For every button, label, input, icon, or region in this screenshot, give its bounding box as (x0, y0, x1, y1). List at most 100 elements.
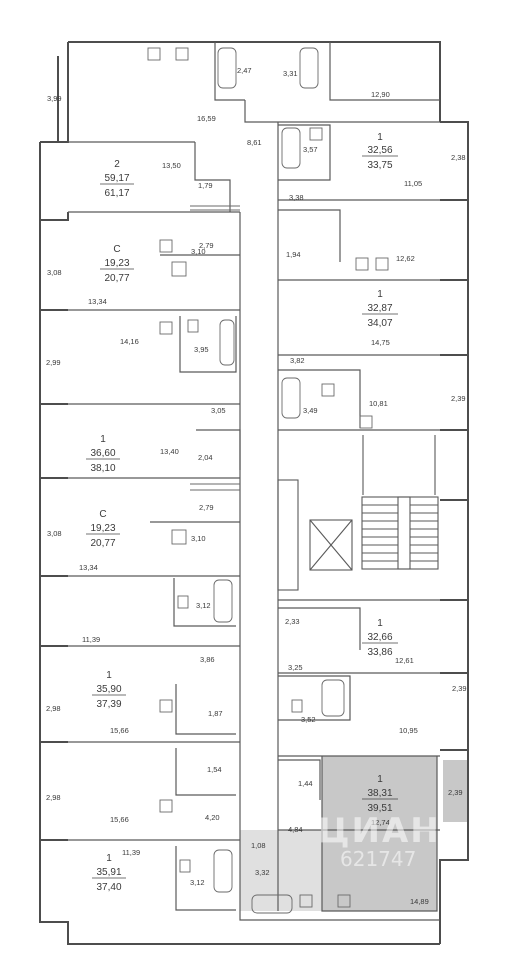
room-area: 13,50 (162, 161, 181, 170)
sink-icon (309, 127, 323, 141)
apartment-label[interactable]: 1 35,90 37,39 (92, 670, 126, 710)
room-area: 3,82 (290, 356, 305, 365)
room-area: 12,90 (371, 90, 390, 99)
stove-icon (159, 799, 173, 813)
svg-text:19,23: 19,23 (90, 523, 115, 534)
svg-text:32,87: 32,87 (367, 303, 392, 314)
bathtub-icon (213, 849, 233, 893)
svg-text:621747: 621747 (340, 847, 416, 871)
room-area: 13,34 (88, 297, 107, 306)
room-area: 3,49 (303, 406, 318, 415)
apartment-label[interactable]: 1 32,66 33,86 (362, 618, 398, 658)
svg-text:19,23: 19,23 (104, 258, 129, 269)
toilet-icon (291, 699, 303, 713)
room-area: 3,08 (47, 268, 62, 277)
sink-icon (321, 383, 335, 397)
room-area: 3,86 (200, 655, 215, 664)
room-area: 3,12 (196, 601, 211, 610)
stair-core (277, 435, 439, 591)
svg-text:20,77: 20,77 (104, 273, 129, 284)
room-area: 2,79 (199, 241, 214, 250)
stove-icon (359, 415, 373, 429)
building-walls (39, 41, 469, 945)
room-area: 3,57 (303, 145, 318, 154)
room-area: 3,25 (288, 663, 303, 672)
svg-text:С: С (99, 509, 106, 520)
stove-icon (355, 257, 369, 271)
svg-text:37,39: 37,39 (96, 699, 121, 710)
sink-icon (175, 47, 189, 61)
room-area: 4,84 (288, 825, 303, 834)
room-area: 1,87 (208, 709, 223, 718)
bathtub-icon (321, 679, 345, 717)
svg-text:2: 2 (114, 159, 120, 170)
room-area: 2,98 (46, 793, 61, 802)
room-area: 3,10 (191, 247, 206, 256)
toilet-icon (177, 595, 189, 609)
bathtub-icon (213, 579, 233, 623)
room-area: 14,89 (410, 897, 429, 906)
toilet-icon (187, 319, 199, 333)
apartment-label[interactable]: 1 38,31 39,51 (362, 774, 398, 814)
sink-icon (375, 257, 389, 271)
svg-text:32,56: 32,56 (367, 145, 392, 156)
room-area: 8,61 (247, 138, 262, 147)
room-area: 2,98 (46, 704, 61, 713)
svg-text:33,86: 33,86 (367, 647, 392, 658)
svg-text:1: 1 (377, 132, 383, 143)
watermark: ЦИАН 621747 (318, 811, 441, 871)
room-area: 2,38 (451, 153, 466, 162)
washer-icon (171, 529, 187, 545)
apartment-label[interactable]: 1 32,87 34,07 (362, 289, 398, 329)
apartment-label[interactable]: С 19,23 20,77 (86, 509, 120, 549)
room-area: 16,59 (197, 114, 216, 123)
svg-text:1: 1 (377, 289, 383, 300)
bathtub-icon (281, 127, 301, 169)
room-area: 2,99 (46, 358, 61, 367)
svg-text:33,75: 33,75 (367, 160, 392, 171)
apartment-label[interactable]: 1 36,60 38,10 (86, 434, 120, 474)
apartment-label[interactable]: 1 35,91 37,40 (92, 853, 126, 893)
svg-text:36,60: 36,60 (90, 448, 115, 459)
room-area: 3,32 (255, 868, 270, 877)
bathtub-icon (251, 894, 293, 914)
svg-text:35,90: 35,90 (96, 684, 121, 695)
toilet-icon (179, 859, 191, 873)
apartment-labels: 2 59,17 61,17 С 19,23 20,77 1 36,60 38,1… (86, 132, 398, 893)
apartment-label[interactable]: 2 59,17 61,17 (100, 159, 134, 199)
room-area: 1,44 (298, 779, 313, 788)
room-area: 14,75 (371, 338, 390, 347)
room-area: 3,52 (301, 715, 316, 724)
bathtub-icon (219, 319, 235, 366)
bathtub-icon (299, 47, 319, 89)
apartment-label[interactable]: 1 32,56 33,75 (362, 132, 398, 171)
fixtures (147, 47, 389, 914)
room-area: 2,04 (198, 453, 213, 462)
room-area: 14,16 (120, 337, 139, 346)
room-area: 3,99 (47, 94, 62, 103)
room-area: 11,05 (404, 179, 422, 188)
svg-text:ЦИАН: ЦИАН (318, 811, 441, 851)
room-area: 3,38 (289, 193, 304, 202)
room-area: 15,66 (110, 815, 129, 824)
svg-text:20,77: 20,77 (90, 538, 115, 549)
svg-text:1: 1 (106, 853, 112, 864)
svg-text:59,17: 59,17 (104, 173, 129, 184)
highlighted-apartment[interactable] (240, 756, 468, 911)
svg-text:38,31: 38,31 (367, 788, 392, 799)
svg-text:32,66: 32,66 (367, 632, 392, 643)
apartment-label[interactable]: С 19,23 20,77 (100, 244, 134, 284)
room-area: 3,08 (47, 529, 62, 538)
room-area: 3,10 (191, 534, 206, 543)
room-area: 3,05 (211, 406, 226, 415)
stove-icon (159, 699, 173, 713)
room-area: 2,39 (452, 684, 467, 693)
room-area: 2,47 (237, 66, 252, 75)
room-area: 12,74 (371, 818, 390, 827)
svg-text:35,91: 35,91 (96, 867, 121, 878)
room-area: 12,62 (396, 254, 415, 263)
room-area: 3,31 (283, 69, 298, 78)
room-area: 13,40 (160, 447, 179, 456)
stove-icon (159, 239, 173, 253)
